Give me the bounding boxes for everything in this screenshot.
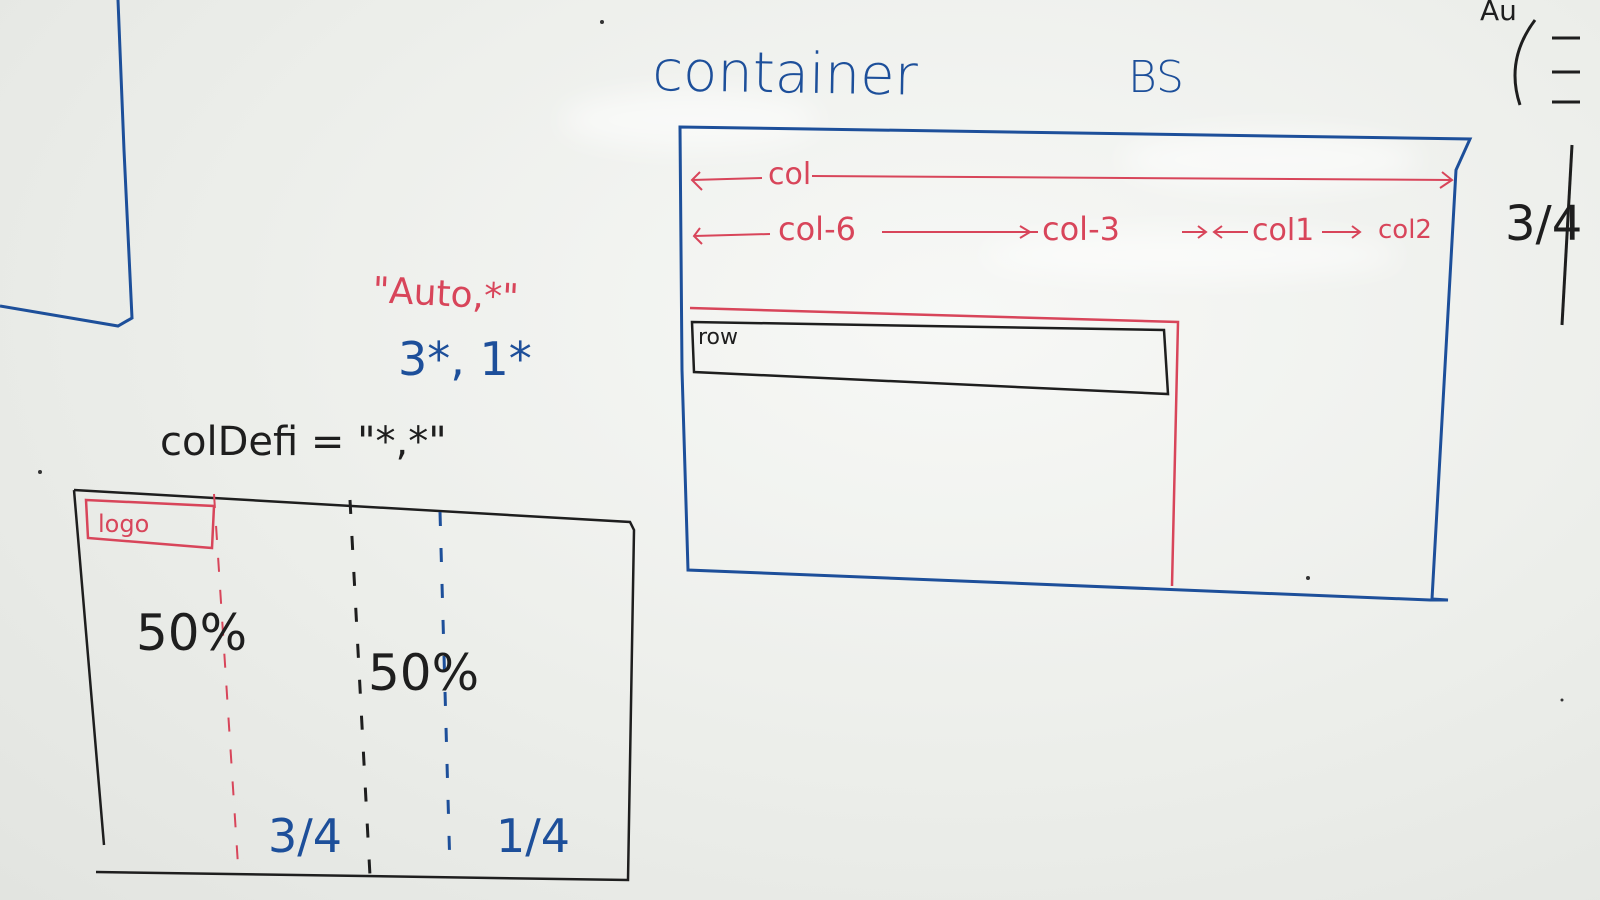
- black-dashed-divider: [348, 499, 372, 877]
- light-glare: [560, 90, 820, 150]
- grid-quoted-note: "Auto,*": [372, 270, 520, 319]
- logo-box: [84, 498, 216, 550]
- col-full-arrow: [690, 171, 1454, 191]
- col-3-arrows: [1022, 225, 1208, 239]
- corner-dashes: [1552, 36, 1580, 104]
- row-label: row: [698, 325, 738, 350]
- col1-arrows: [1212, 225, 1362, 239]
- blue-dashed-divider: [438, 511, 452, 871]
- grid-coldef-note: colDefi = "*,*": [160, 419, 447, 465]
- red-row-frame: [689, 306, 1180, 587]
- right-fraction: 3/4: [1505, 196, 1582, 252]
- bs-label: BS: [1128, 52, 1184, 103]
- col1-label: col1: [1252, 213, 1314, 248]
- container-box: [678, 125, 1473, 602]
- half-right-value: 50%: [368, 644, 479, 702]
- left-blue-frame: [0, 0, 134, 328]
- corner-bracket: [1513, 19, 1537, 106]
- row-box: [690, 320, 1170, 396]
- col-3-label: col-3: [1042, 210, 1120, 248]
- col-row-arrow: [692, 225, 1032, 245]
- col2-label: col2: [1378, 215, 1432, 245]
- board-speck: [1560, 698, 1564, 702]
- grid-box: [72, 488, 636, 882]
- frac-left-value: 3/4: [268, 809, 342, 863]
- right-vertical-line: [1560, 144, 1574, 326]
- half-left-value: 50%: [136, 604, 247, 662]
- frac-right-value: 1/4: [496, 809, 570, 863]
- col-6-label: col-6: [778, 210, 856, 248]
- light-glare: [980, 230, 1400, 280]
- corner-fragment: Au: [1480, 0, 1517, 27]
- board-title: container: [652, 39, 918, 109]
- board-speck: [38, 470, 42, 474]
- col-full-label: col: [768, 157, 811, 192]
- board-speck: [600, 20, 604, 24]
- logo-label: logo: [98, 510, 149, 538]
- red-dashed-divider: [213, 493, 239, 866]
- grid-stars-note: 3*, 1*: [398, 332, 532, 386]
- board-speck: [1306, 576, 1310, 580]
